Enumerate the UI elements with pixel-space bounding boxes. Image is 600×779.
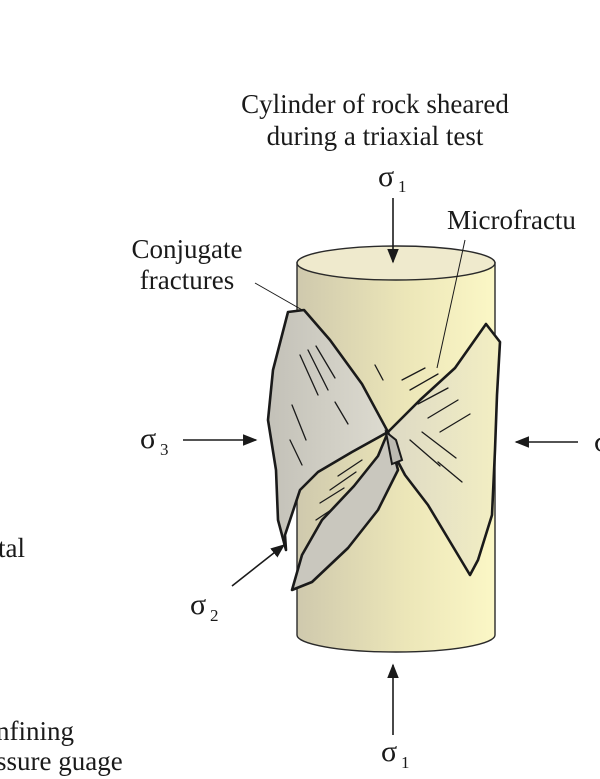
sigma3-left-symbol: σ [140, 422, 156, 455]
title-line-1: Cylinder of rock sheared [241, 89, 509, 119]
sigma2-arrow [231, 544, 286, 587]
microfracture-label: Microfractu [447, 205, 576, 235]
confining-label-line-2: ssure guage [0, 746, 123, 776]
sigma1-top-label: σ 1 [378, 160, 407, 196]
microfracture-leader-line [436, 239, 466, 369]
conjugate-leader-line [254, 282, 305, 312]
title-line-2: during a triaxial test [267, 121, 484, 151]
lower-shard [290, 430, 400, 592]
sigma1-bottom-subscript: 1 [401, 753, 410, 772]
sigma1-bottom-label: σ 1 [381, 735, 410, 772]
sigma3-left-subscript: 3 [160, 440, 169, 459]
sigma3-right-symbol-partial: σ [594, 425, 600, 458]
sheared-zone [266, 308, 502, 592]
sigma3-left-label: σ 3 [140, 422, 169, 459]
sigma2-label: σ 2 [190, 588, 219, 625]
left-partial-label: tal [0, 533, 25, 563]
confining-label-line-1: nfining [0, 716, 74, 746]
conjugate-label-line-2: fractures [140, 265, 234, 295]
cylinder-top-face [296, 245, 496, 281]
sigma1-top-subscript: 1 [398, 177, 407, 196]
left-fragment [266, 308, 390, 552]
sigma1-bottom-symbol: σ [381, 735, 397, 768]
center-wedge [384, 429, 404, 466]
sigma2-subscript: 2 [210, 606, 219, 625]
conjugate-label-line-1: Conjugate [132, 234, 243, 264]
sigma1-top-symbol: σ [378, 160, 394, 193]
microfracture-lines [289, 345, 471, 521]
sigma2-symbol: σ [190, 588, 206, 621]
